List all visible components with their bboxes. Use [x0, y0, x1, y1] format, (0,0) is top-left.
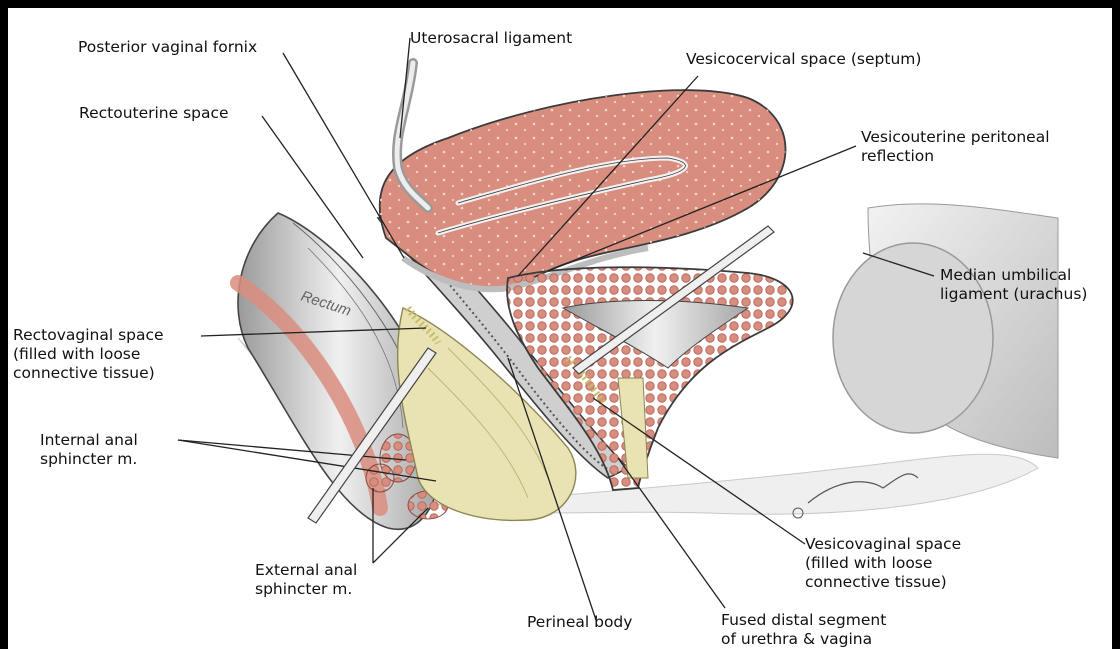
illustration-canvas: Rectum [8, 8, 1112, 649]
label-internal-anal-sphincter: Internal anal sphincter m. [40, 431, 138, 469]
label-posterior-vaginal-fornix: Posterior vaginal fornix [78, 38, 257, 57]
label-uterosacral-ligament: Uterosacral ligament [410, 29, 572, 48]
label-median-umbilical-ligament: Median umbilical ligament (urachus) [940, 266, 1087, 304]
label-vesicovaginal-space: Vesicovaginal space (filled with loose c… [805, 535, 961, 592]
label-external-anal-sphincter: External anal sphincter m. [255, 561, 357, 599]
label-rectouterine-space: Rectouterine space [79, 104, 229, 123]
label-rectovaginal-space: Rectovaginal space (filled with loose co… [13, 326, 164, 383]
label-perineal-body: Perineal body [527, 613, 632, 632]
label-vesicocervical-space: Vesicocervical space (septum) [686, 50, 921, 69]
label-vesicouterine-peritoneal-reflection: Vesicouterine peritoneal reflection [861, 128, 1050, 166]
label-fused-distal-segment: Fused distal segment of urethra & vagina [721, 611, 886, 649]
